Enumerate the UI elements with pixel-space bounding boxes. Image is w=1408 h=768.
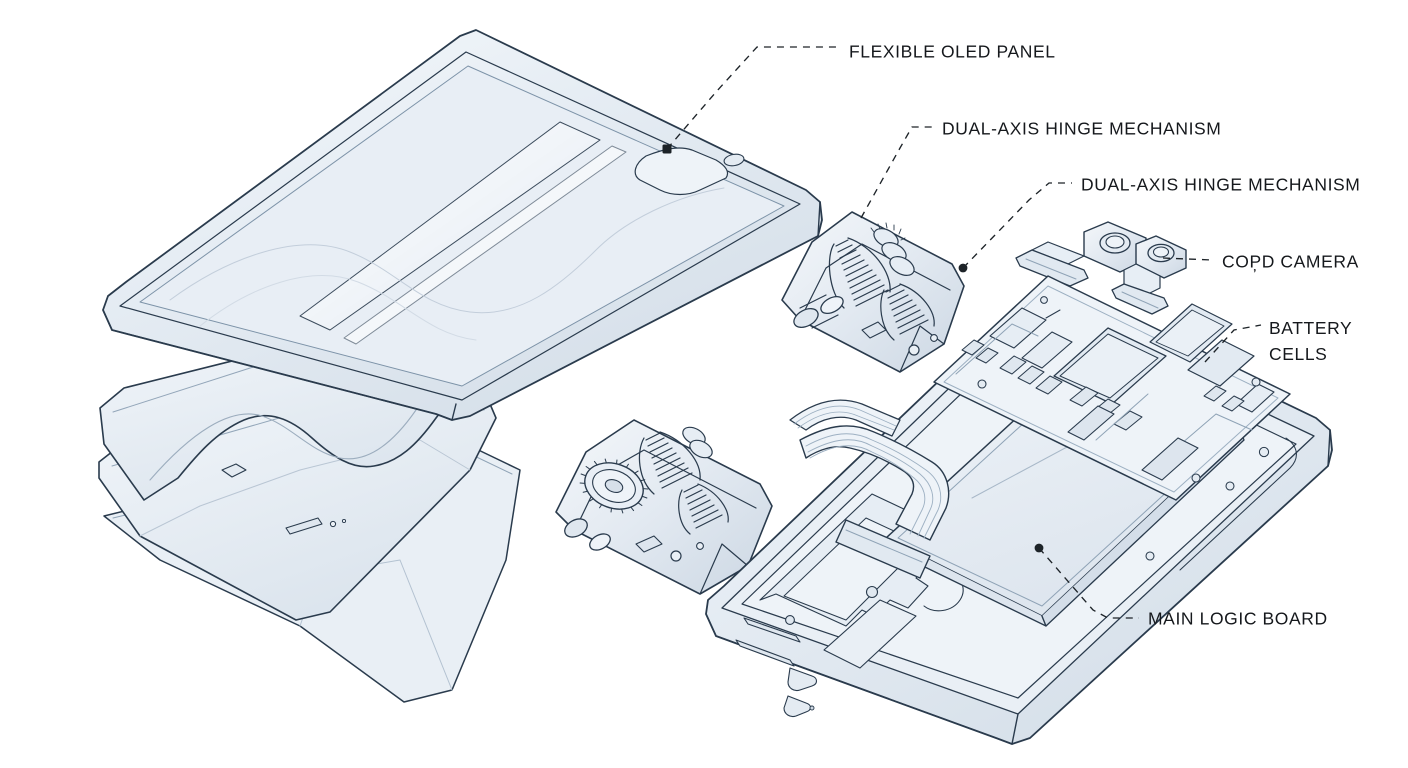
leader-line	[962, 182, 1072, 269]
callout-flexible-oled-panel: FLEXIBLE OLED PANEL	[662, 42, 1056, 154]
logic-board	[933, 275, 1291, 501]
leader-line	[666, 46, 838, 150]
anchor-marker	[1034, 543, 1044, 553]
callout-label: COP̦D CAMERA	[1222, 252, 1359, 272]
callout-label: DUAL-AXIS HINGE MECHANISM	[942, 119, 1221, 139]
callout-label: MAIN LOGIC BOARD	[1148, 609, 1328, 629]
ribbon-flex	[789, 399, 950, 579]
leader-line	[1162, 257, 1213, 261]
leader-line	[1038, 547, 1139, 619]
camera-module-tele	[1111, 235, 1187, 315]
leader-line	[1204, 324, 1262, 363]
callout-dual-axis-hinge-mechanism-upper: DUAL-AXIS HINGE MECHANISM	[860, 119, 1221, 219]
hinge-lower	[555, 419, 773, 595]
cover-glass-layer	[102, 29, 823, 421]
callout-cord-camera: COP̦D CAMERA	[1162, 252, 1359, 272]
leader-line	[860, 126, 933, 219]
anchor-marker	[662, 144, 672, 154]
anchor-marker	[958, 263, 968, 273]
callout-layer: FLEXIBLE OLED PANEL DUAL-AXIS HINGE MECHA…	[662, 42, 1360, 629]
callout-label: FLEXIBLE OLED PANEL	[849, 42, 1056, 62]
hinge-upper	[781, 211, 965, 373]
callout-main-logic-board: MAIN LOGIC BOARD	[1034, 543, 1328, 629]
callout-label: DUAL-AXIS HINGE MECHANISM	[1081, 175, 1360, 195]
chassis	[705, 275, 1333, 745]
camera-module-wide	[1015, 221, 1147, 287]
callout-dual-axis-hinge-mechanism-lower: DUAL-AXIS HINGE MECHANISM	[958, 175, 1360, 273]
